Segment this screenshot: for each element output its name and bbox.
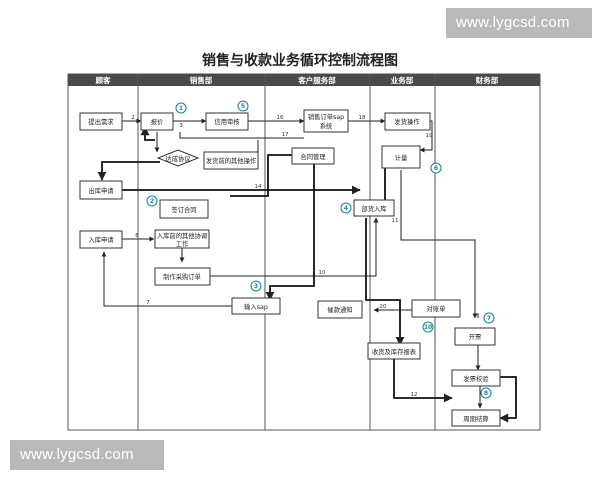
svg-text:4: 4: [344, 205, 348, 212]
svg-text:6: 6: [135, 233, 139, 239]
lane-finance: 财务部: [475, 75, 499, 85]
svg-text:系统: 系统: [320, 121, 333, 130]
svg-text:18: 18: [359, 115, 366, 121]
svg-text:3: 3: [179, 123, 183, 129]
svg-text:出库申请: 出库申请: [88, 186, 114, 195]
svg-text:销售订单sap: 销售订单sap: [308, 112, 344, 121]
svg-text:11: 11: [392, 218, 399, 224]
watermark-bottom: www.lygcsd.com: [10, 440, 164, 470]
box-htgl: 合同管理: [291, 147, 335, 165]
svg-text:发票校验: 发票校验: [463, 374, 489, 383]
svg-text:信用审核: 信用审核: [214, 117, 240, 126]
lane-customer-service: 客户服务部: [297, 75, 336, 85]
svg-text:部货入库: 部货入库: [361, 204, 386, 213]
box-fpjy: 发票校验: [451, 369, 501, 387]
svg-text:3: 3: [254, 283, 258, 290]
box-fhrk: 部货入库: [353, 199, 395, 217]
badge-5: 5: [237, 100, 249, 112]
svg-text:8: 8: [484, 390, 488, 397]
watermark-top: www.lygcsd.com: [446, 8, 592, 38]
svg-text:收货及库存报表: 收货及库存报表: [372, 347, 417, 356]
lane-customer: 顾客: [96, 75, 111, 85]
box-xsdd: 销售订单sap 系统: [303, 109, 349, 133]
svg-text:20: 20: [380, 304, 387, 310]
svg-text:1: 1: [179, 105, 183, 112]
svg-text:10: 10: [319, 270, 326, 276]
box-fhqqt: 发货前的其他操作: [203, 151, 259, 170]
badge-2: 2: [146, 195, 158, 207]
svg-text:达成协议: 达成协议: [165, 154, 191, 163]
badge-4: 4: [340, 202, 352, 214]
svg-text:7: 7: [487, 315, 491, 322]
box-zqjs: 周期结算: [451, 409, 501, 427]
badge-8: 8: [480, 387, 492, 399]
box-sfjc: 收货及库存报表: [367, 342, 421, 360]
box-qdht: 签订合同: [159, 199, 209, 219]
svg-text:5: 5: [241, 103, 245, 110]
step-badges: 1 5 6 2 4 3 7 10 8: [146, 100, 495, 399]
box-kp: 开票: [454, 327, 496, 346]
box-rkqqt: 入库前的其他协调 工作: [154, 229, 210, 249]
svg-text:工作: 工作: [176, 239, 189, 248]
svg-text:19: 19: [426, 133, 433, 139]
box-srsap: 输入sap: [231, 297, 281, 315]
svg-text:提出需求: 提出需求: [88, 117, 114, 126]
connectors: [97, 118, 517, 423]
box-cksq: 出库申请: [79, 180, 123, 200]
flow-numbers: 2 3 16 17 18 19 14 11 6 10 7 20 12: [131, 115, 433, 398]
svg-text:14: 14: [255, 184, 262, 190]
box-cstz: 催款通知: [317, 300, 363, 319]
badge-6: 6: [430, 162, 442, 174]
badge-10: 10: [422, 321, 434, 333]
lane-business: 业务部: [391, 75, 414, 85]
svg-text:入库前的其他协调: 入库前的其他协调: [157, 231, 207, 240]
svg-text:发货操作: 发货操作: [394, 117, 420, 126]
box-bj: 报价: [140, 112, 174, 131]
svg-text:2: 2: [150, 198, 154, 205]
svg-text:对账单: 对账单: [427, 304, 446, 313]
badge-1: 1: [175, 102, 187, 114]
box-xysh: 信用审核: [205, 112, 249, 131]
svg-text:入库申请: 入库申请: [88, 235, 114, 244]
badge-7: 7: [483, 312, 495, 324]
svg-text:17: 17: [282, 132, 289, 138]
svg-text:6: 6: [434, 165, 438, 172]
svg-text:周期结算: 周期结算: [463, 414, 488, 423]
svg-text:12: 12: [411, 392, 418, 398]
svg-text:10: 10: [424, 324, 432, 331]
svg-text:输入sap: 输入sap: [244, 302, 268, 311]
svg-text:7: 7: [146, 300, 150, 306]
box-fhcz: 发货操作: [384, 112, 431, 131]
diamond-dcxy: 达成协议: [156, 149, 200, 167]
svg-text:开票: 开票: [469, 333, 482, 341]
box-rksq: 入库申请: [79, 230, 123, 249]
svg-text:2: 2: [131, 115, 135, 121]
box-jl: 计量: [381, 145, 421, 169]
svg-text:发货前的其他操作: 发货前的其他操作: [206, 156, 257, 165]
lane-sales: 销售部: [190, 75, 213, 85]
diagram-title: 销售与收款业务循环控制流程图: [202, 53, 398, 69]
svg-text:计量: 计量: [395, 153, 408, 162]
svg-text:签订合同: 签订合同: [171, 205, 196, 214]
svg-text:报价: 报价: [151, 117, 164, 126]
svg-text:合同管理: 合同管理: [300, 152, 326, 161]
box-zzcg: 制作采购订单: [154, 267, 211, 286]
box-tcxq: 提出需求: [79, 112, 123, 131]
badge-3: 3: [250, 280, 262, 292]
lane-header-bar: [68, 74, 540, 86]
svg-text:制作采购订单: 制作采购订单: [163, 272, 201, 281]
box-dzd: 对账单: [411, 299, 461, 318]
svg-text:催款通知: 催款通知: [327, 305, 352, 314]
svg-text:16: 16: [277, 115, 284, 121]
